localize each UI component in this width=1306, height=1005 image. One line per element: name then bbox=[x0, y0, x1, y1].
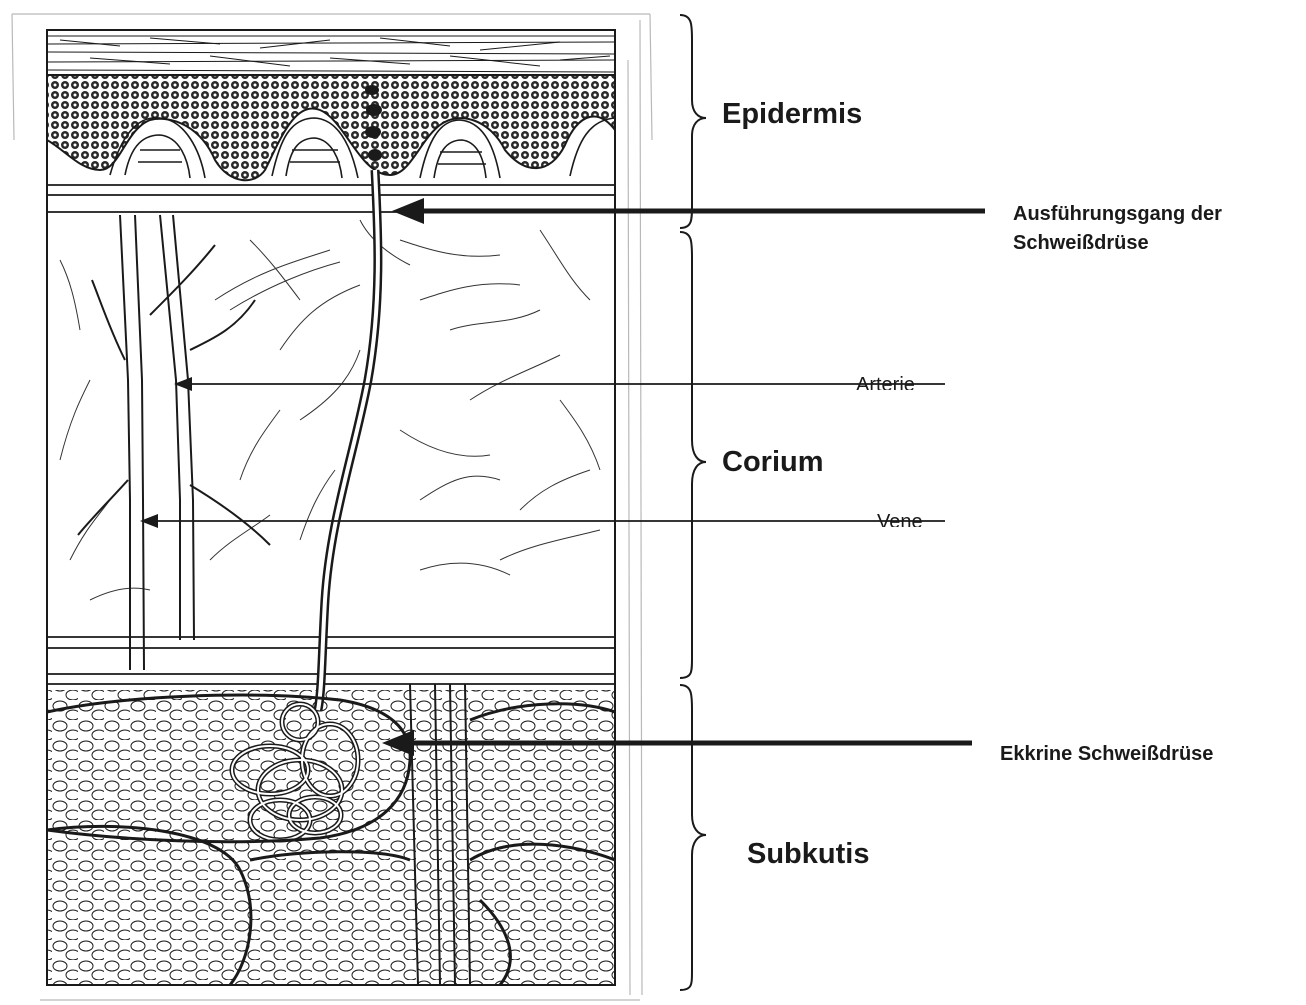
stratum-corneum bbox=[47, 36, 615, 72]
layer-braces bbox=[680, 15, 706, 990]
brace-epidermis bbox=[680, 15, 706, 228]
label-vene: Vene bbox=[877, 511, 923, 527]
label-eccrine-gland: Ekkrine Schweißdrüse bbox=[1000, 743, 1213, 766]
label-corium: Corium bbox=[722, 446, 824, 479]
label-epidermis: Epidermis bbox=[722, 98, 862, 131]
label-duct-line1: Ausführungsgang der bbox=[1013, 203, 1222, 226]
brace-subkutis bbox=[680, 685, 706, 990]
label-duct-line2: Schweißdrüse bbox=[1013, 232, 1149, 252]
label-arterie: Arterie bbox=[856, 374, 915, 390]
label-subkutis: Subkutis bbox=[747, 838, 869, 871]
brace-corium bbox=[680, 232, 706, 678]
epidermis-basal-layer bbox=[47, 75, 615, 180]
